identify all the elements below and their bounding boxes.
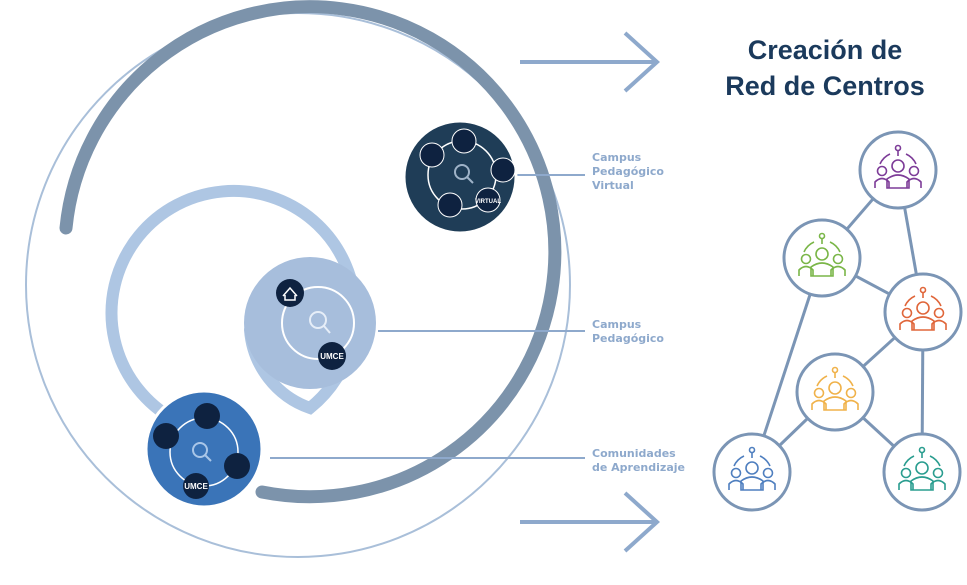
network-node [712, 432, 792, 512]
inner-spiral-arc [105, 184, 362, 426]
umce-badge: UMCE [320, 352, 344, 361]
search-icon [454, 164, 470, 180]
comunidades-circle: UMCE [144, 389, 264, 509]
network-node [782, 218, 862, 298]
team-icon [811, 366, 859, 411]
label-line: Virtual [592, 179, 634, 192]
flag-icon [194, 403, 220, 429]
label-line: Campus [592, 318, 642, 331]
globe-people-icon [490, 157, 516, 183]
globe-people-icon [224, 453, 250, 479]
home-icon [153, 423, 179, 449]
network-node [858, 130, 938, 210]
arrow-bottom [520, 491, 660, 553]
label-line: Pedagógico [592, 332, 664, 345]
umce-badge: UMCE [184, 482, 208, 491]
home-icon [276, 279, 304, 307]
campus-virtual-circle: VIRTUAL [402, 119, 518, 235]
team-icon [728, 446, 776, 491]
arrow-top [520, 31, 660, 93]
network-node [883, 272, 963, 352]
label-line: Campus [592, 151, 642, 164]
title-line-2: Red de Centros [725, 71, 925, 101]
home-icon [419, 142, 445, 168]
network-nodes [712, 130, 963, 512]
team-icon [798, 232, 846, 277]
label-campus-virtual: Campus Pedagógico Virtual [592, 151, 664, 193]
network-node [795, 352, 875, 432]
label-line: de Aprendizaje [592, 461, 685, 474]
network-node [882, 432, 962, 512]
search-icon [192, 442, 208, 458]
label-campus-pedagogico: Campus Pedagógico [592, 318, 664, 346]
outer-spiral-arc [59, 0, 562, 504]
label-line: Pedagógico [592, 165, 664, 178]
page-title: Creación de Red de Centros [705, 32, 945, 104]
wifi-icon [451, 128, 477, 154]
label-line: Comunidades [592, 447, 676, 460]
label-comunidades: Comunidades de Aprendizaje [592, 447, 685, 475]
team-icon [898, 446, 946, 491]
flag-icon [437, 192, 463, 218]
team-icon [899, 286, 947, 331]
campus-pedagogico-circle: UMCE [244, 257, 376, 389]
title-line-1: Creación de [747, 35, 903, 65]
umce-virtual-badge: VIRTUAL [475, 199, 501, 205]
search-icon [309, 311, 327, 329]
team-icon [874, 144, 922, 189]
